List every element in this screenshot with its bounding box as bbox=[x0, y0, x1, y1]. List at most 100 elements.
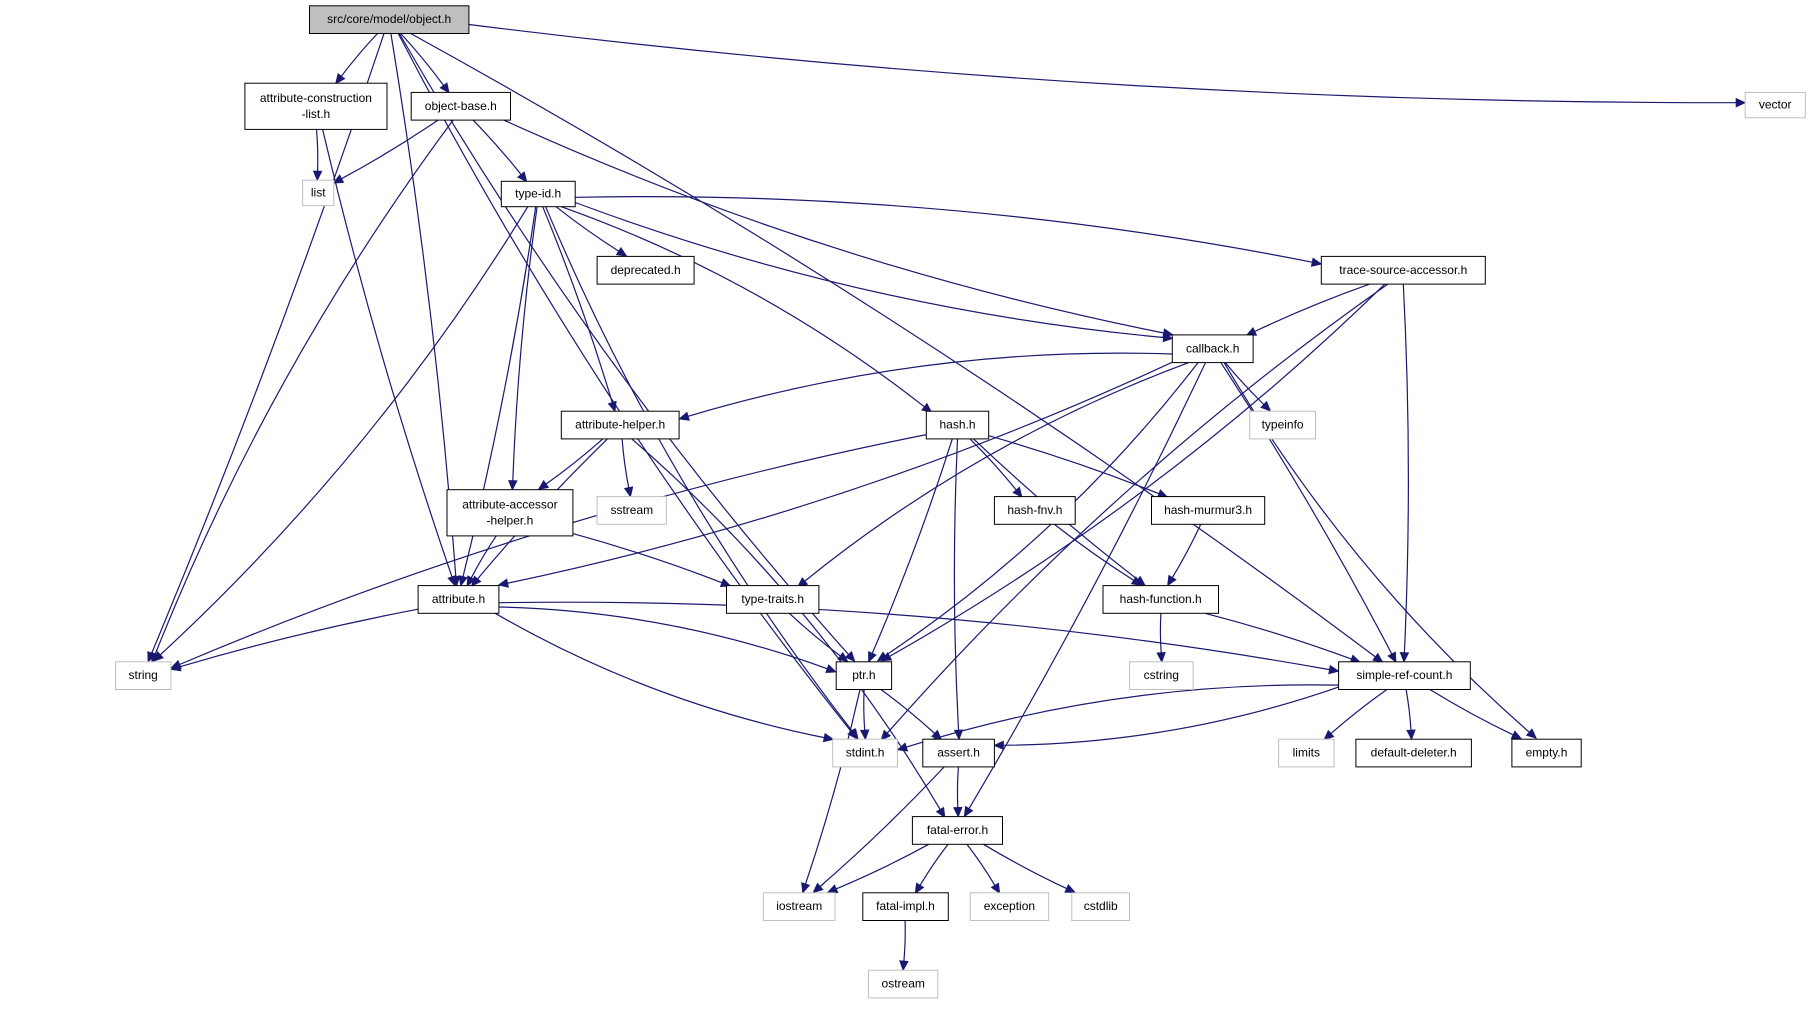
node-fatal-impl-h[interactable]: fatal-impl.h bbox=[862, 892, 949, 921]
node-label: fatal-impl.h bbox=[876, 899, 935, 913]
node-label: limits bbox=[1293, 746, 1320, 760]
node-aah-h[interactable]: attribute-accessor-helper.h bbox=[446, 489, 574, 537]
arrowhead-src_h-to-limits bbox=[1323, 729, 1335, 741]
edge-src_h-to-assert_h bbox=[1003, 686, 1339, 746]
edge-attribute_h-to-ptr_h bbox=[498, 606, 828, 670]
node-string: string bbox=[115, 661, 172, 690]
edge-type_id_h-to-string bbox=[159, 206, 529, 656]
edge-hash_h-to-hash_murmur3_h bbox=[988, 435, 1160, 495]
node-label: hash.h bbox=[939, 418, 975, 432]
node-box bbox=[309, 5, 470, 35]
edge-hash_murmur3_h-to-hash_function_h bbox=[1171, 524, 1202, 578]
node-attribute-h[interactable]: attribute.h bbox=[417, 585, 500, 614]
node-assert-h[interactable]: assert.h bbox=[922, 738, 995, 768]
node-label: -list.h bbox=[302, 107, 331, 121]
node-hash-h[interactable]: hash.h bbox=[925, 410, 990, 440]
node-hash-murmur3-h[interactable]: hash-murmur3.h bbox=[1151, 496, 1266, 525]
edge-fatal_error_h-to-exception bbox=[966, 843, 996, 886]
node-callback-h[interactable]: callback.h bbox=[1171, 334, 1254, 364]
node-type-traits-h[interactable]: type-traits.h bbox=[726, 585, 820, 614]
node-src-h[interactable]: simple-ref-count.h bbox=[1338, 661, 1471, 690]
edge-ptr_h-to-stdint_h bbox=[863, 689, 866, 731]
node-label: exception bbox=[984, 899, 1035, 913]
node-deprecated-h[interactable]: deprecated.h bbox=[596, 255, 695, 285]
node-box bbox=[868, 969, 939, 999]
node-box bbox=[1071, 892, 1131, 921]
node-label: stdint.h bbox=[846, 746, 885, 760]
edge-type_id_h-to-stdint_h bbox=[545, 206, 853, 732]
node-box bbox=[832, 738, 898, 768]
arrowhead-callback_h-to-attribute_h bbox=[497, 578, 509, 588]
arrowhead-assert_h-to-iostream bbox=[812, 882, 824, 894]
node-box bbox=[726, 585, 820, 614]
arrowhead-attr_helper_h-to-sstream bbox=[623, 486, 634, 498]
node-attr-helper-h[interactable]: attribute-helper.h bbox=[560, 410, 680, 440]
node-label: object-base.h bbox=[425, 99, 497, 113]
arrowhead-src_h-to-stdint_h bbox=[896, 742, 909, 752]
edge-attribute_h-to-src_h bbox=[498, 601, 1330, 671]
node-label: vector bbox=[1759, 98, 1792, 112]
node-label: deprecated.h bbox=[611, 263, 681, 277]
node-box bbox=[911, 816, 1004, 845]
node-label: attribute-accessor bbox=[462, 497, 557, 511]
arrowhead-aah_h-to-attribute_h bbox=[466, 575, 476, 587]
node-object-base-h[interactable]: object-base.h bbox=[410, 91, 512, 121]
edge-object_h-to-acl_h bbox=[340, 33, 378, 77]
node-box bbox=[1171, 334, 1254, 364]
edge-callback_h-to-src_h bbox=[1220, 362, 1393, 655]
node-empty-h[interactable]: empty.h bbox=[1511, 738, 1582, 768]
arrowhead-object_h-to-acl_h bbox=[335, 73, 346, 85]
node-box bbox=[1102, 585, 1219, 614]
edge-acl_h-to-list bbox=[315, 129, 319, 172]
node-typeinfo: typeinfo bbox=[1249, 410, 1316, 440]
node-label: typeinfo bbox=[1262, 418, 1304, 432]
node-fatal-error-h[interactable]: fatal-error.h bbox=[911, 816, 1004, 845]
arrowhead-fatal_impl_h-to-ostream bbox=[899, 960, 909, 972]
node-label: type-id.h bbox=[515, 187, 561, 201]
node-box bbox=[596, 496, 667, 525]
edge-hash_h-to-ptr_h bbox=[871, 438, 953, 654]
node-label: attribute-helper.h bbox=[575, 418, 665, 432]
arrowhead-attr_helper_h-to-fatal_error_h bbox=[935, 806, 946, 819]
edge-fatal_error_h-to-cstdlib bbox=[983, 843, 1067, 890]
arrowhead-fatal_error_h-to-cstdlib bbox=[1064, 883, 1077, 893]
node-tsa-h[interactable]: trace-source-accessor.h bbox=[1320, 255, 1486, 285]
edge-object_base_h-to-callback_h bbox=[503, 119, 1164, 334]
arrowhead-type_id_h-to-callback_h bbox=[1162, 332, 1174, 343]
node-ptr-h[interactable]: ptr.h bbox=[835, 661, 893, 690]
arrowhead-hash_function_h-to-cstring bbox=[1156, 651, 1166, 664]
edge-object_base_h-to-list bbox=[341, 119, 439, 180]
node-limits: limits bbox=[1278, 738, 1335, 768]
node-hash-fnv-h[interactable]: hash-fnv.h bbox=[993, 496, 1076, 525]
edge-type_id_h-to-attr_helper_h bbox=[542, 206, 613, 403]
arrowhead-object_base_h-to-list bbox=[332, 174, 345, 184]
arrowhead-fatal_error_h-to-iostream bbox=[826, 884, 839, 894]
edge-ptr_h-to-iostream bbox=[804, 689, 861, 885]
edge-callback_h-to-attr_helper_h bbox=[687, 352, 1173, 417]
node-list: list bbox=[302, 179, 335, 207]
node-box bbox=[925, 410, 990, 440]
edge-object_h-to-object_base_h bbox=[400, 33, 445, 86]
edge-object_base_h-to-string bbox=[154, 119, 454, 655]
edge-hash_h-to-string bbox=[179, 434, 927, 666]
edge-hash_h-to-hash_fnv_h bbox=[969, 438, 1017, 491]
node-box bbox=[500, 180, 576, 208]
edge-callback_h-to-typeinfo bbox=[1224, 362, 1265, 405]
arrowhead-callback_h-to-typeinfo bbox=[1260, 400, 1272, 412]
edge-object_h-to-src_h bbox=[410, 32, 1376, 658]
edge-acl_h-to-attribute_h bbox=[322, 129, 453, 578]
edge-type_id_h-to-deprecated_h bbox=[555, 206, 620, 252]
node-acl-h[interactable]: attribute-construction-list.h bbox=[244, 82, 388, 130]
node-type-id-h[interactable]: type-id.h bbox=[500, 180, 576, 208]
arrowhead-object_h-to-vector bbox=[1735, 97, 1747, 108]
arrowhead-object_h-to-src_h bbox=[1372, 652, 1384, 664]
node-hash-function-h[interactable]: hash-function.h bbox=[1102, 585, 1219, 614]
node-box bbox=[1355, 738, 1472, 768]
node-object-h[interactable]: src/core/model/object.h bbox=[309, 5, 470, 35]
arrowhead-hash_fnv_h-to-hash_function_h bbox=[1130, 576, 1143, 586]
node-exception: exception bbox=[969, 892, 1050, 921]
arrowhead-acl_h-to-attribute_h bbox=[447, 574, 457, 587]
node-box bbox=[762, 892, 836, 921]
nodes-layer: src/core/model/object.h attribute-constru… bbox=[115, 5, 1806, 999]
node-default-deleter-h[interactable]: default-deleter.h bbox=[1355, 738, 1472, 768]
